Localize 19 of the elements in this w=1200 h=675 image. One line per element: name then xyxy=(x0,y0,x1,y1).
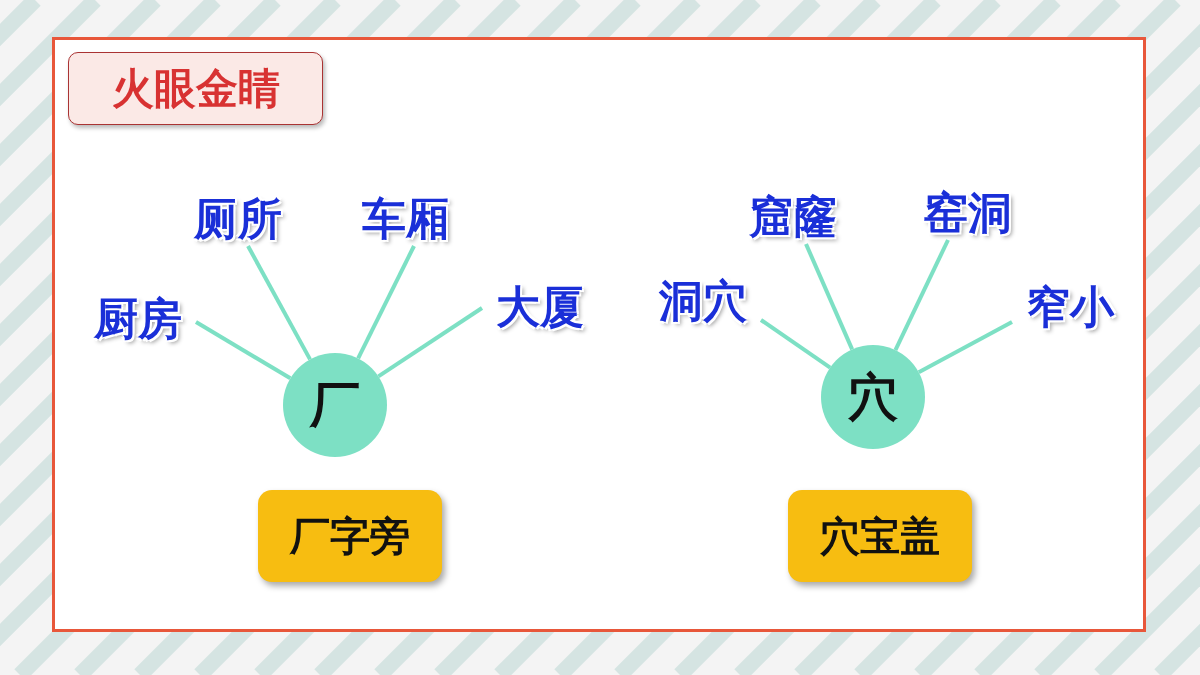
word-label: 窟窿 xyxy=(735,190,851,244)
word-label: 窑洞 xyxy=(910,186,1026,240)
word-label: 厨房 xyxy=(80,292,196,346)
connector-line xyxy=(804,243,854,351)
connector-line xyxy=(377,306,484,379)
connector-line xyxy=(246,245,312,361)
radical-name-box: 厂字旁 xyxy=(258,490,442,582)
connector-line xyxy=(893,239,950,351)
word-label: 大厦 xyxy=(482,280,598,334)
word-label: 车厢 xyxy=(348,192,464,246)
connector-line xyxy=(356,245,416,360)
radical-name-box: 穴宝盖 xyxy=(788,490,972,582)
title-box: 火眼金睛 xyxy=(68,52,323,125)
word-label: 厕所 xyxy=(180,192,296,246)
word-label: 窄小 xyxy=(1012,280,1128,334)
word-label: 洞穴 xyxy=(645,274,761,328)
connector-line xyxy=(194,320,292,381)
connector-line xyxy=(759,318,832,370)
connector-line xyxy=(917,320,1013,375)
